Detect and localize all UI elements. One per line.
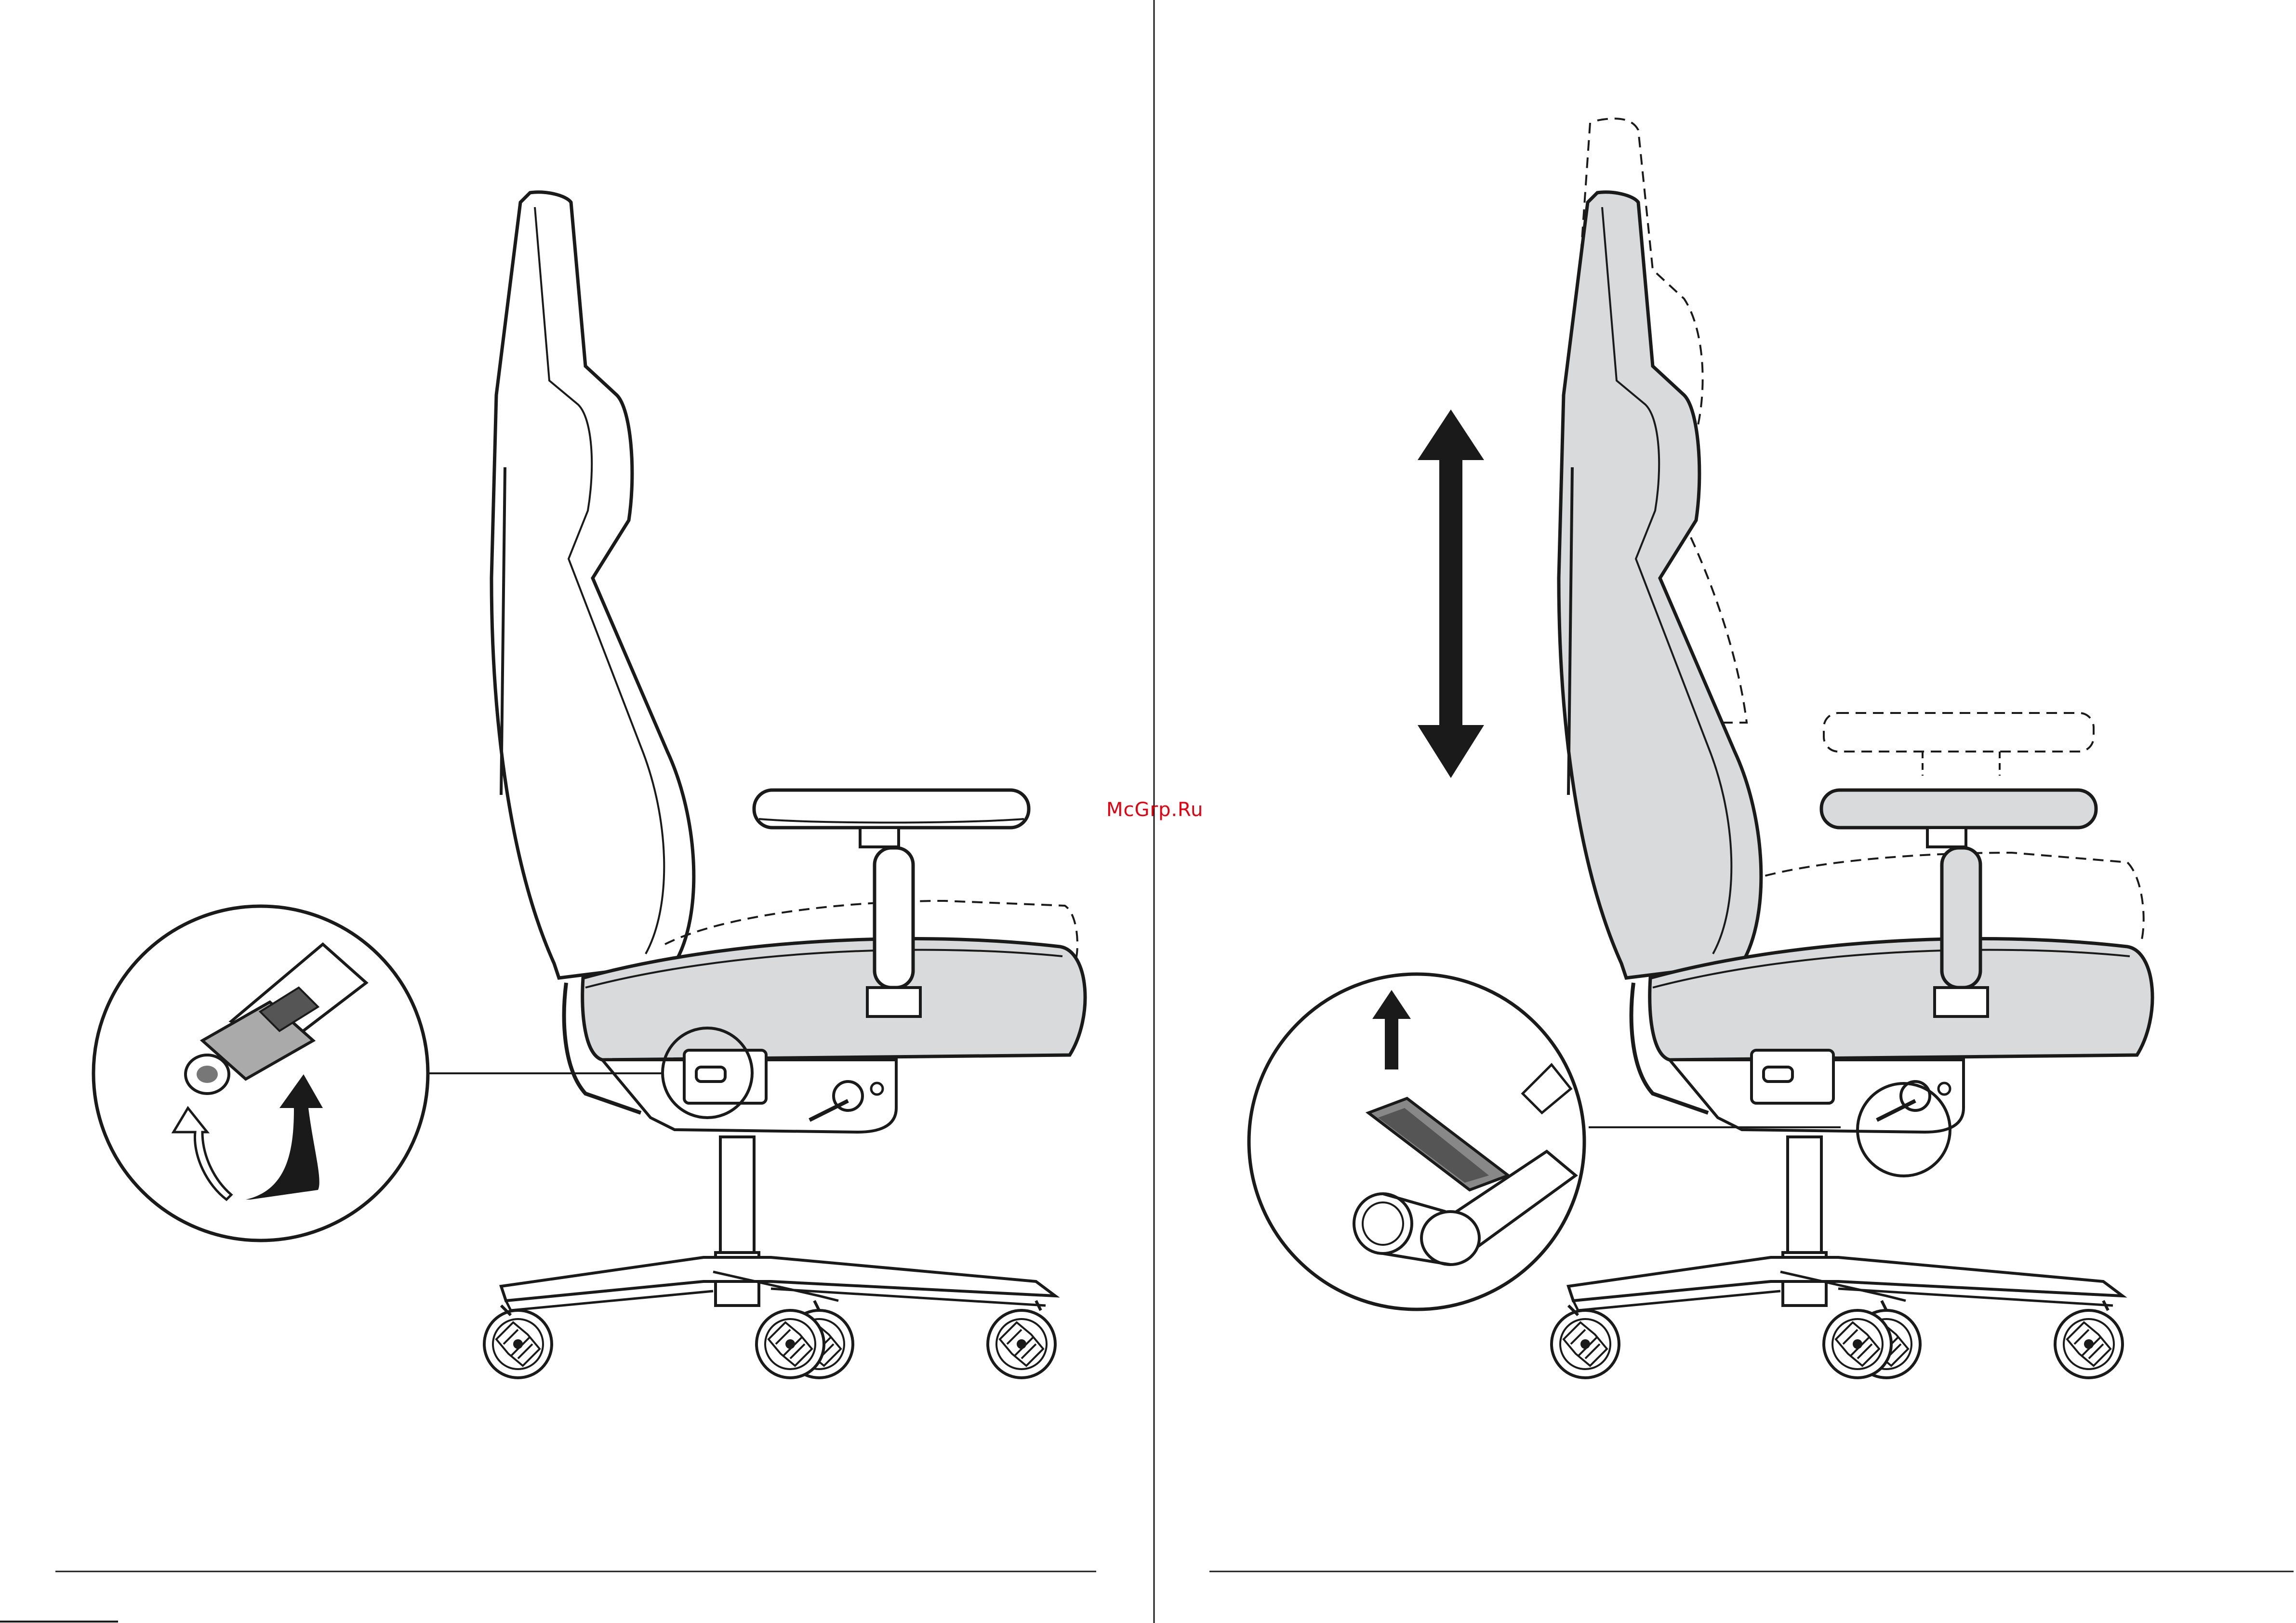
right-chair-illustration xyxy=(1552,119,2152,1378)
double-vertical-arrow-icon xyxy=(1418,409,1484,778)
watermark-text: McGrp.Ru xyxy=(1106,799,1203,821)
left-chair-illustration xyxy=(484,192,1085,1378)
